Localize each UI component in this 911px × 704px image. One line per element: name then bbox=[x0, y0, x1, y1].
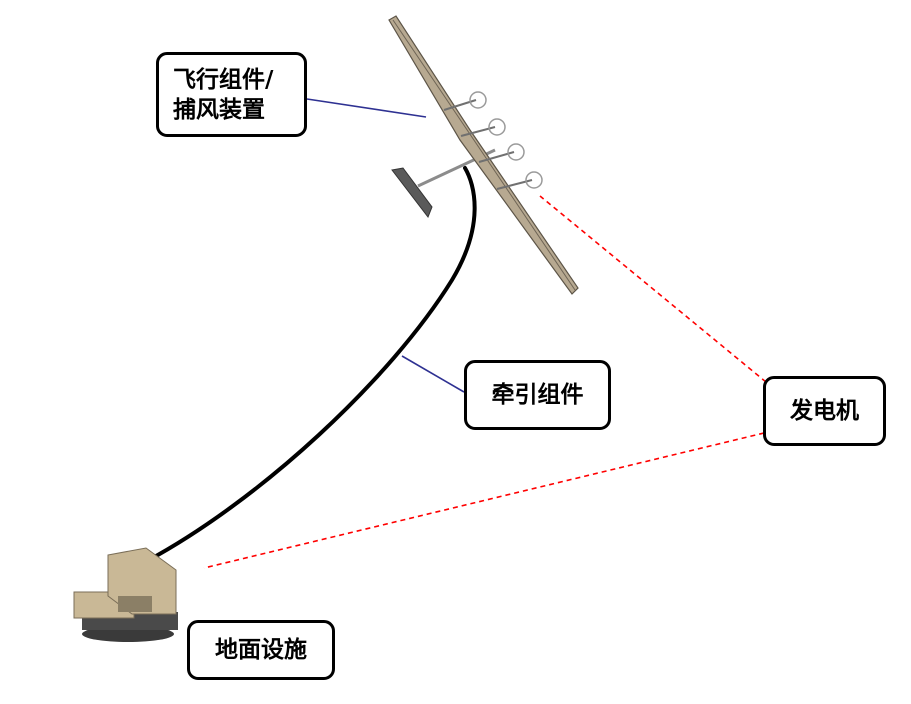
tether-cable bbox=[145, 166, 477, 563]
rotor-3 bbox=[507, 143, 525, 161]
leader-line-tether bbox=[401, 355, 465, 393]
rotor-4 bbox=[525, 171, 543, 189]
dashed-line-to-aircraft bbox=[539, 195, 767, 383]
tail-fin bbox=[391, 167, 433, 219]
rotor-1 bbox=[469, 91, 487, 109]
tether-assembly-label: 牵引组件 bbox=[464, 360, 611, 430]
rotor-2 bbox=[488, 118, 506, 136]
wing-spar bbox=[392, 19, 576, 291]
generator-label: 发电机 bbox=[763, 376, 886, 446]
aircraft-illustration bbox=[388, 15, 579, 295]
leader-line-flight bbox=[306, 98, 427, 118]
ground-station-illustration bbox=[73, 547, 178, 642]
dashed-line-to-ground bbox=[203, 432, 765, 569]
flight-assembly-label: 飞行组件/ 捕风装置 bbox=[156, 52, 307, 137]
ground-drum bbox=[118, 596, 152, 612]
ground-station-label: 地面设施 bbox=[187, 620, 335, 680]
rotor-group bbox=[443, 91, 543, 190]
